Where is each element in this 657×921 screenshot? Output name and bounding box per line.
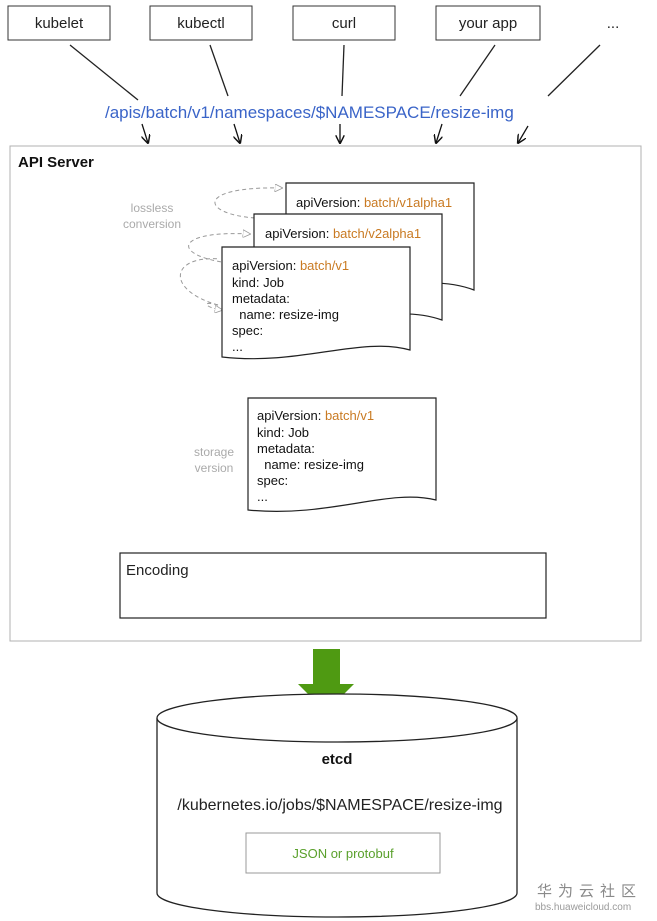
doc-line-apiversion: apiVersion: batch/v1 bbox=[257, 408, 374, 423]
doc-line: metadata: bbox=[232, 291, 290, 306]
doc-line-apiversion: apiVersion: batch/v1alpha1 bbox=[296, 195, 452, 210]
doc-line: ... bbox=[257, 489, 268, 504]
api-url: /apis/batch/v1/namespaces/$NAMESPACE/res… bbox=[105, 103, 514, 122]
api-server-title: API Server bbox=[18, 154, 94, 171]
storage-note-line2: version bbox=[195, 461, 234, 475]
doc-line: kind: Job bbox=[257, 425, 309, 440]
etcd-path: /kubernetes.io/jobs/$NAMESPACE/resize-im… bbox=[177, 797, 502, 814]
watermark-brand: 华为云社区 bbox=[537, 882, 642, 900]
client-box-kubectl: kubectl bbox=[149, 5, 253, 41]
client-label: your app bbox=[459, 15, 517, 32]
doc-line: kind: Job bbox=[232, 275, 284, 290]
client-lines bbox=[69, 44, 601, 101]
format-box bbox=[245, 832, 441, 874]
doc-line: spec: bbox=[257, 473, 288, 488]
url-arrows bbox=[142, 123, 529, 143]
document-v1: apiVersion: batch/v1 kind: Job metadata:… bbox=[221, 246, 411, 360]
client-label: kubelet bbox=[35, 15, 84, 32]
client-label: kubectl bbox=[177, 15, 225, 32]
conversion-arrows bbox=[179, 188, 282, 310]
document-storage: apiVersion: batch/v1 kind: Job metadata:… bbox=[247, 397, 437, 512]
client-label: curl bbox=[332, 15, 356, 32]
doc-line-apiversion: apiVersion: batch/v1 bbox=[232, 258, 349, 273]
doc-line: spec: bbox=[232, 323, 263, 338]
doc-line: ... bbox=[232, 339, 243, 354]
conversion-note-line1: lossless bbox=[131, 201, 174, 215]
format-label: JSON or protobuf bbox=[292, 846, 394, 861]
doc-line: metadata: bbox=[257, 441, 315, 456]
client-box-kubelet: kubelet bbox=[7, 5, 111, 41]
doc-line-apiversion: apiVersion: batch/v2alpha1 bbox=[265, 226, 421, 241]
encoding-box bbox=[119, 552, 547, 619]
storage-note-line1: storage bbox=[194, 445, 234, 459]
doc-line: name: resize-img bbox=[232, 307, 339, 322]
conversion-note-line2: conversion bbox=[123, 217, 181, 231]
etcd-title: etcd bbox=[322, 751, 353, 768]
client-box-your-app: your app bbox=[435, 5, 541, 41]
client-box-curl: curl bbox=[292, 5, 396, 41]
client-ellipsis: ... bbox=[607, 15, 620, 32]
watermark-site: bbs.huaweicloud.com bbox=[535, 902, 631, 913]
doc-line: name: resize-img bbox=[257, 457, 364, 472]
encoding-label: Encoding bbox=[126, 562, 189, 579]
